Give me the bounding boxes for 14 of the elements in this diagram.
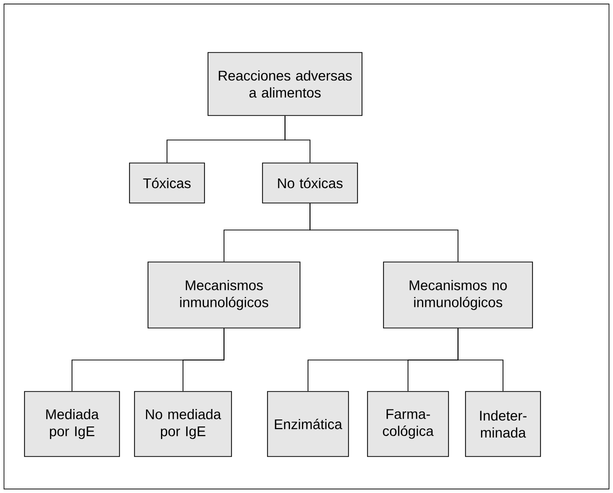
- category-box: No tóxicas: [262, 162, 358, 204]
- category-box: Reacciones adversas a alimentos: [208, 52, 362, 116]
- category-box: Mediada por IgE: [24, 391, 120, 457]
- category-box: No mediada por IgE: [134, 391, 232, 457]
- connector-line: [458, 328, 504, 392]
- category-box: Mecanismos no inmunológicos: [383, 262, 533, 328]
- category-box: Tóxicas: [129, 162, 205, 204]
- connector-line: [310, 203, 458, 262]
- connector-line: [284, 116, 310, 163]
- category-box: Mecanismos inmunológicos: [148, 262, 300, 328]
- category-box: Farma- cológica: [367, 391, 449, 457]
- category-box: Indeter- minada: [465, 391, 541, 457]
- connector-line: [182, 328, 224, 392]
- category-box: Enzimática: [267, 391, 349, 457]
